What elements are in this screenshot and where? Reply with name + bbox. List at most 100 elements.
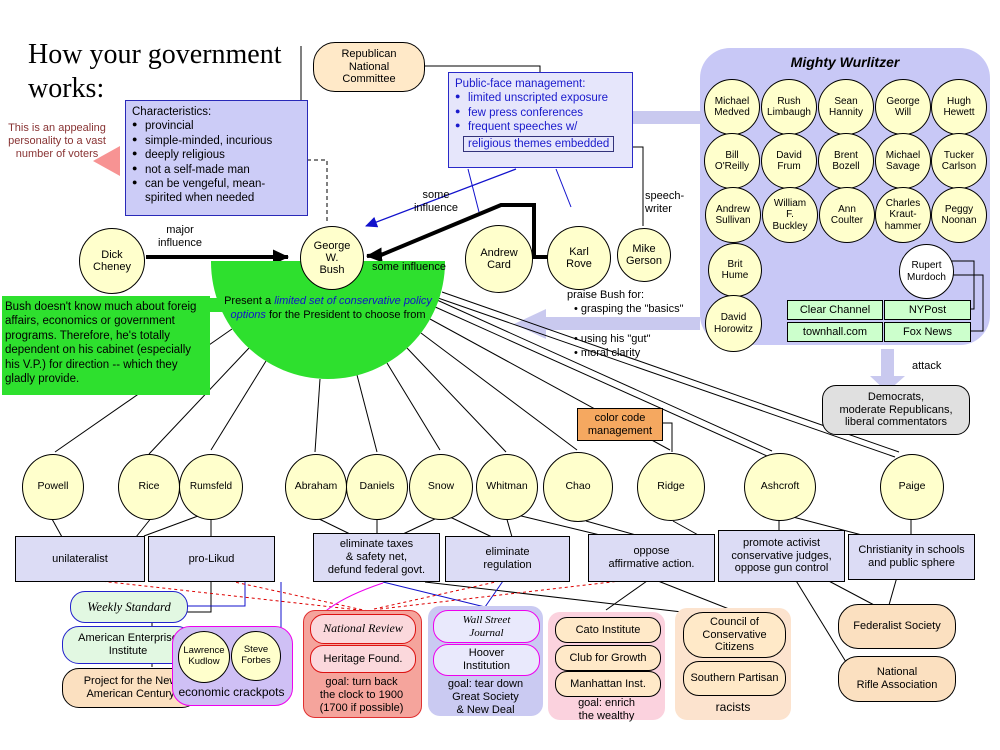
semicircle-text-pre: Present a bbox=[224, 295, 275, 307]
fan-line-paige-b bbox=[437, 297, 896, 458]
org-southern-partisan: Southern Partisan bbox=[683, 661, 786, 696]
link-affirmative-ccc bbox=[657, 580, 730, 610]
link-powell-unilateralist bbox=[51, 518, 63, 538]
node-tucker-carlson: Tucker Carlson bbox=[931, 133, 987, 189]
node-brent-bozell: Brent Bozell bbox=[818, 133, 874, 189]
fan-line-snow bbox=[386, 362, 441, 451]
node-powell: Powell bbox=[22, 454, 84, 520]
node-lawrence-kudlow: Lawrence Kudlow bbox=[178, 631, 230, 683]
node-daniels: Daniels bbox=[346, 454, 408, 520]
link-whitman-affirmative bbox=[512, 513, 601, 536]
fan-line-rumsfeld bbox=[210, 360, 267, 451]
outlet-clear-channel: Clear Channel bbox=[787, 300, 883, 320]
node-rush-limbaugh: Rush Limbaugh bbox=[761, 79, 817, 135]
link-regulation-wsj bbox=[484, 580, 504, 608]
node-william-f-buckley: William F. Buckley bbox=[762, 187, 818, 243]
rnc-node: Republican National Committee bbox=[313, 42, 425, 92]
link-nr-affirmative bbox=[379, 580, 621, 610]
racists-label: racists bbox=[715, 700, 751, 714]
link-snow-taxes bbox=[402, 517, 438, 535]
characteristics-box: Characteristics: provincial simple-minde… bbox=[125, 100, 308, 216]
voters-note: This is an appealing personality to a va… bbox=[8, 122, 106, 161]
link-rumsfeld-unilateralist bbox=[143, 515, 199, 537]
node-ann-coulter: Ann Coulter bbox=[819, 187, 875, 243]
policy-unilateralist: unilateralist bbox=[15, 536, 145, 582]
org-weekly-standard: Weekly Standard bbox=[70, 591, 188, 623]
policy-christianity-schools: Christianity in schools and public spher… bbox=[848, 534, 975, 580]
characteristics-title: Characteristics: bbox=[132, 106, 212, 118]
policy-eliminate-regulation: eliminate regulation bbox=[445, 536, 570, 582]
praise-bullet-1: • grasping the "basics" bbox=[574, 303, 684, 315]
major-influence-label: major influence bbox=[157, 224, 203, 250]
link-judges-nra bbox=[794, 578, 847, 663]
link-snow-regulation bbox=[449, 516, 493, 538]
node-sean-hannity: Sean Hannity bbox=[818, 79, 874, 135]
node-hugh-hewett: Hugh Hewett bbox=[931, 79, 987, 135]
node-democrats: Democrats, moderate Republicans, liberal… bbox=[822, 385, 970, 435]
praise-header: praise Bush for: bbox=[567, 289, 645, 301]
outlet-townhall: townhall.com bbox=[787, 322, 883, 342]
org-club-for-growth: Club for Growth bbox=[555, 645, 661, 671]
node-david-frum: David Frum bbox=[761, 133, 817, 189]
node-snow: Snow bbox=[409, 454, 473, 520]
node-rumsfeld: Rumsfeld bbox=[179, 454, 243, 520]
link-chao-affirmative bbox=[585, 520, 637, 536]
node-andrew-sullivan: Andrew Sullivan bbox=[705, 187, 761, 243]
themes-gerson-link bbox=[630, 146, 644, 226]
org-hoover-institution: Hoover Institution bbox=[433, 644, 540, 676]
attack-label: attack bbox=[912, 360, 942, 372]
node-ashcroft: Ashcroft bbox=[744, 453, 816, 521]
publicface-rove-link bbox=[555, 168, 572, 208]
page-title: How your government works: bbox=[28, 39, 282, 104]
node-whitman: Whitman bbox=[476, 454, 538, 520]
link-christianity-federalist bbox=[888, 576, 898, 606]
node-chao: Chao bbox=[543, 452, 613, 522]
org-heritage-foundation: Heritage Found. bbox=[310, 645, 416, 673]
fan-line-abraham bbox=[314, 378, 321, 453]
nr-goal-label: goal: turn back the clock to 1900 (1700 … bbox=[319, 676, 404, 715]
some-influence-side-label: some influence bbox=[372, 261, 446, 273]
murdoch-nypost-link bbox=[951, 260, 975, 310]
public-face-item: frequent speeches w/ bbox=[455, 120, 626, 134]
publicface-card-link bbox=[467, 168, 480, 213]
wsj-goal-label: goal: tear down Great Society & New Deal bbox=[447, 678, 524, 717]
policy-oppose-affirmative-action: oppose affirmative action. bbox=[588, 534, 715, 582]
link-ridge-affirmative bbox=[672, 520, 701, 537]
murdoch-foxnews-link bbox=[951, 274, 984, 332]
fan-line-chao bbox=[420, 332, 578, 451]
node-dick-cheney: Dick Cheney bbox=[79, 228, 145, 294]
outlet-fox-news: Fox News bbox=[884, 322, 971, 342]
characteristic-item: simple-minded, incurious bbox=[132, 134, 301, 148]
node-michael-savage: Michael Savage bbox=[875, 133, 931, 189]
characteristic-item: deeply religious bbox=[132, 148, 301, 162]
link-ashcroft-christianity bbox=[792, 516, 863, 536]
node-george-will: George Will bbox=[875, 79, 931, 135]
node-karl-rove: Karl Rove bbox=[547, 226, 611, 290]
fan-line-rice bbox=[148, 347, 250, 455]
bush-dependency-note: Bush doesn't know much about foreign aff… bbox=[2, 296, 210, 395]
characteristic-item: provincial bbox=[132, 119, 301, 133]
fan-line-whitman bbox=[406, 347, 507, 453]
public-face-item: few press conferences bbox=[455, 106, 626, 120]
org-nra: National Rifle Association bbox=[838, 656, 956, 702]
node-brit-hume: Brit Hume bbox=[708, 243, 762, 297]
some-influence-arrow bbox=[366, 203, 548, 263]
attack-arrow bbox=[870, 349, 905, 392]
node-george-w-bush: George W. Bush bbox=[300, 226, 364, 290]
wurlitzer-link-band bbox=[633, 111, 701, 124]
characteristic-item: not a self-made man bbox=[132, 163, 301, 177]
node-charles-krauthammer: Charles Kraut- hammer bbox=[875, 187, 931, 243]
outlet-nypost: NYPost bbox=[884, 300, 971, 320]
node-ridge: Ridge bbox=[637, 453, 705, 521]
crackpots-label: economic crackpots bbox=[178, 685, 285, 699]
node-rice: Rice bbox=[118, 454, 180, 520]
node-bill-oreilly: Bill O'Reilly bbox=[704, 133, 760, 189]
link-nr-prolikud bbox=[229, 580, 369, 612]
node-peggy-noonan: Peggy Noonan bbox=[931, 187, 987, 243]
org-wall-street-journal: Wall Street Journal bbox=[433, 610, 540, 643]
semicircle-text-emphasis: limited set of conservative policy optio… bbox=[230, 295, 432, 321]
religious-themes-box: religious themes embedded bbox=[463, 135, 615, 152]
link-taxes-wsj bbox=[382, 581, 486, 608]
public-face-item: limited unscripted exposure bbox=[455, 91, 626, 105]
policy-eliminate-taxes: eliminate taxes & safety net, defund fed… bbox=[313, 533, 440, 582]
